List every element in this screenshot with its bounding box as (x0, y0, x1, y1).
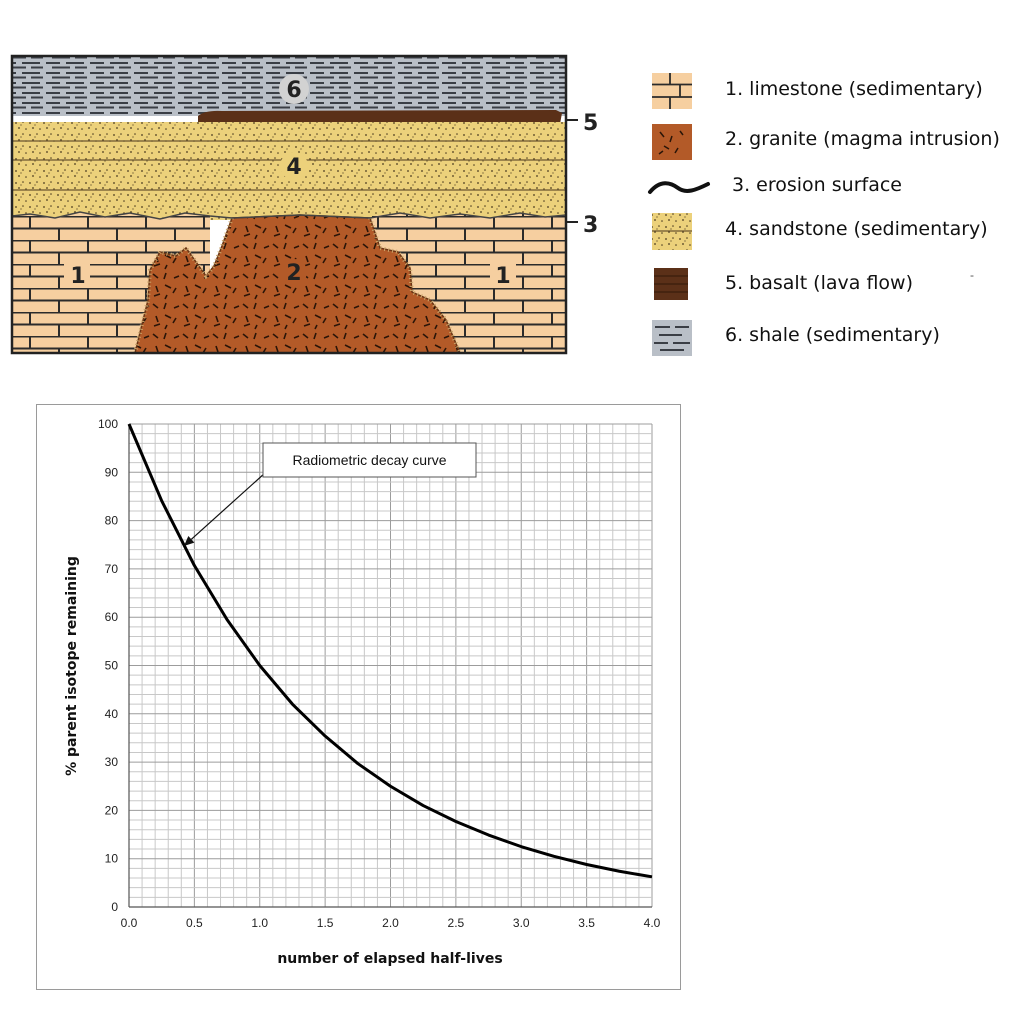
legend-label-limestone: 1. limestone (sedimentary) (725, 78, 983, 100)
decay-chart: 0.0 0.5 1.0 1.5 2.0 2.5 3.0 3.5 4.0 0 10 20 30 40 50 60… (64, 417, 661, 967)
annotation-box (262, 442, 477, 478)
legend: 1. limestone (sedimentary) 2. granite (m… (640, 60, 1019, 360)
x-tick-label: 3.5 (578, 916, 595, 930)
y-tick-label: 80 (105, 514, 119, 528)
x-tick-label: 3.0 (513, 916, 530, 930)
x-tick-label: 2.5 (448, 916, 465, 930)
annotation-arrow (190, 472, 266, 540)
stray-mark: - (970, 268, 974, 282)
x-tick-label: 4.0 (644, 916, 661, 930)
limestone-swatch-icon (652, 73, 692, 109)
y-tick-label: 40 (105, 707, 119, 721)
legend-label-basalt: 5. basalt (lava flow) (725, 272, 913, 294)
y-tick-label: 70 (105, 562, 119, 576)
x-axis-title: number of elapsed half-lives (277, 951, 502, 967)
sandstone-swatch-icon (652, 213, 692, 250)
legend-item-limestone: 1. limestone (sedimentary) (640, 68, 1019, 112)
legend-label-shale: 6. shale (sedimentary) (725, 324, 940, 346)
geologic-cross-section: 6 4 1 2 1 5 3 (10, 54, 598, 355)
erosion-line-icon (648, 181, 710, 194)
chart-annotation: Radiometric decay curve (183, 442, 477, 546)
layer-1-left-number: 1 (70, 264, 85, 289)
legend-label-erosion: 3. erosion surface (732, 174, 902, 196)
x-tick-label: 1.5 (317, 916, 334, 930)
x-tick-label: 1.0 (251, 916, 268, 930)
legend-item-granite: 2. granite (magma intrusion) (640, 118, 1019, 162)
legend-item-sandstone: 4. sandstone (sedimentary) (640, 208, 1019, 252)
y-tick-label: 20 (105, 803, 119, 817)
x-tick-label: 2.0 (382, 916, 399, 930)
y-tick-label: 50 (105, 659, 119, 673)
callout-5: 5 (583, 111, 598, 136)
legend-item-shale: 6. shale (sedimentary) (640, 314, 1019, 358)
layer-4-badge (280, 152, 308, 180)
layer-1-right-number: 1 (495, 264, 510, 289)
legend-item-basalt: 5. basalt (lava flow) - (640, 262, 1019, 306)
shale-swatch-icon (652, 320, 692, 356)
y-axis-title: % parent isotope remaining (64, 556, 80, 776)
layer-6-badge (279, 74, 309, 104)
legend-label-granite: 2. granite (magma intrusion) (725, 128, 1000, 150)
layer-6-number: 6 (286, 78, 301, 103)
legend-label-sandstone: 4. sandstone (sedimentary) (725, 218, 988, 240)
legend-item-erosion: 3. erosion surface (640, 164, 1019, 208)
granite-swatch-icon (652, 124, 692, 160)
annotation-text: Radiometric decay curve (292, 452, 446, 468)
y-tick-label: 10 (105, 852, 119, 866)
y-tick-label: 100 (98, 417, 118, 431)
annotation-arrowhead (183, 535, 195, 546)
y-tick-label: 0 (111, 900, 118, 914)
y-tick-label: 90 (105, 465, 119, 479)
callout-3: 3 (583, 213, 598, 238)
x-tick-label: 0.5 (186, 916, 203, 930)
chart-ticks: 0.0 0.5 1.0 1.5 2.0 2.5 3.0 3.5 4.0 0 10 20 30 40 50 60… (98, 417, 661, 930)
chart-grid (128, 423, 653, 908)
y-tick-label: 60 (105, 610, 119, 624)
x-tick-label: 0.0 (121, 916, 138, 930)
chart-series (127, 423, 653, 879)
y-tick-label: 30 (105, 755, 119, 769)
basalt-swatch-icon (654, 268, 688, 300)
layer-2-number: 2 (286, 261, 301, 286)
layer-4-number: 4 (286, 155, 301, 180)
